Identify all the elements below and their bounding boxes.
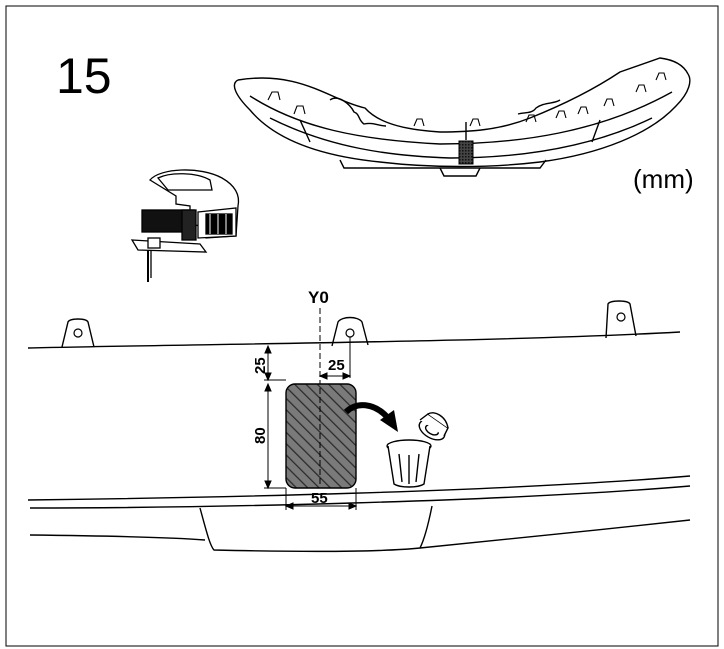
dimension-side-offset	[318, 337, 352, 380]
side-offset-value: 25	[328, 357, 345, 374]
dimension-height	[264, 382, 286, 490]
tab-holes	[73, 312, 626, 338]
width-value: 55	[311, 490, 328, 507]
trash-can-icon	[386, 439, 432, 488]
panel-border	[5, 5, 719, 647]
jigsaw-icon	[130, 169, 240, 282]
top-offset-value: 25	[252, 357, 269, 374]
cutout-area-small	[458, 140, 474, 165]
dimension-width	[284, 488, 358, 510]
clip-icon	[418, 412, 449, 441]
arrow-icon	[343, 402, 398, 432]
bumper-detail	[27, 300, 691, 553]
units-label: (mm)	[633, 164, 694, 194]
cutout-area	[285, 383, 357, 489]
reference-line-label: Y0	[308, 288, 329, 307]
dimension-top-offset	[264, 344, 286, 382]
bumper-overview	[233, 57, 691, 177]
height-value: 80	[252, 427, 269, 444]
step-number: 15	[56, 48, 112, 104]
